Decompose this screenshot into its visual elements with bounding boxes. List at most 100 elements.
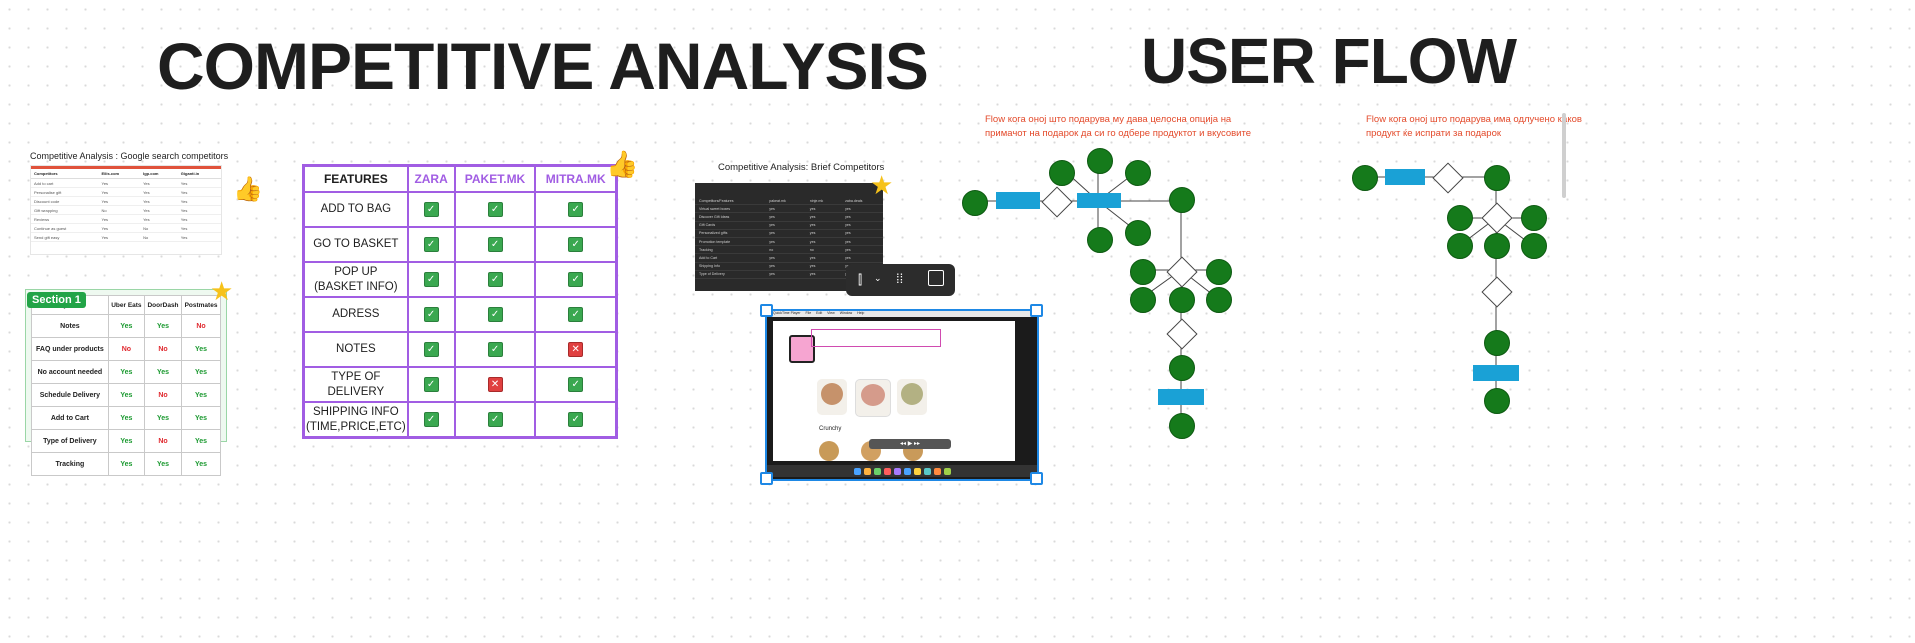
- column-header: PAKET.MK: [453, 164, 537, 193]
- check-icon: ✓: [423, 237, 439, 252]
- feature-cell: No account needed: [31, 360, 109, 384]
- status-cell: ✓: [406, 366, 456, 403]
- flow-node: [1521, 233, 1547, 259]
- value-cell: No: [107, 337, 146, 361]
- value-cell: Yes: [181, 452, 221, 476]
- product-card[interactable]: [855, 379, 891, 417]
- feature-cell: Schedule Delivery: [31, 383, 109, 407]
- table-cell: Virtual sweet boxes: [695, 204, 766, 214]
- resize-handle[interactable]: [1030, 304, 1043, 317]
- flow-note-left: Flow кога оној што подарува му дава цело…: [985, 114, 1252, 139]
- section-badge[interactable]: Section 1: [27, 292, 86, 308]
- table-cell: Yes: [98, 214, 141, 224]
- flow-node: [1049, 160, 1075, 186]
- table-cell: yes: [765, 262, 806, 271]
- user-flow-heading: USER FLOW: [1141, 25, 1517, 97]
- status-cell: ✓: [534, 401, 618, 439]
- cross-icon: ✕: [487, 377, 503, 392]
- resize-handle[interactable]: [1030, 472, 1043, 485]
- value-cell: Yes: [181, 383, 221, 407]
- menu-item[interactable]: QuickTime Player: [773, 311, 801, 315]
- table-cell: Continue as guest: [31, 223, 99, 233]
- menu-item[interactable]: Help: [857, 311, 865, 315]
- chevron-down-icon[interactable]: ⌄: [874, 273, 882, 283]
- table-cell: Discount code: [31, 196, 99, 206]
- table-cell: yes: [765, 237, 806, 247]
- table-cell: yes: [841, 221, 883, 230]
- table-cell: Yes: [177, 205, 221, 215]
- brief-competitors-title: Competitive Analysis: Brief Competitors: [718, 162, 885, 173]
- flow-node-start: [962, 190, 988, 216]
- table-cell: Yes: [98, 232, 141, 242]
- grid-dots-icon[interactable]: ⁞⁞: [896, 271, 904, 286]
- column-header: Giganti.in: [177, 169, 221, 179]
- feature-cell: FAQ under products: [31, 337, 109, 361]
- feature-cell: GO TO BASKET: [302, 226, 409, 263]
- table-accent-bar: [31, 166, 221, 169]
- value-cell: Yes: [107, 406, 146, 430]
- check-icon: ✓: [568, 307, 584, 322]
- resize-handle[interactable]: [760, 472, 773, 485]
- column-header: DoorDash: [144, 295, 182, 315]
- status-cell: ✓: [534, 296, 618, 333]
- status-cell: ✕: [534, 331, 618, 368]
- table-cell: No: [140, 232, 178, 242]
- product-card[interactable]: [817, 379, 847, 415]
- table-row: SHIPPING INFO (TIME,PRICE,ETC)✓✓✓: [302, 401, 618, 439]
- flow-node: [1169, 355, 1195, 381]
- value-cell: Yes: [107, 452, 146, 476]
- status-cell: ✓: [534, 366, 618, 403]
- menu-item[interactable]: Edit: [816, 311, 823, 315]
- table-cell: yes: [765, 229, 806, 238]
- table-cell: Yes: [98, 178, 141, 188]
- feature-cell: Tracking: [31, 452, 109, 476]
- value-cell: Yes: [181, 406, 221, 430]
- column-header: ZARA: [406, 164, 456, 193]
- product-card[interactable]: [897, 379, 927, 415]
- menu-item[interactable]: File: [805, 311, 812, 315]
- flow-node: [1447, 233, 1473, 259]
- status-cell: ✓: [534, 261, 618, 298]
- table-cell: No: [140, 223, 178, 233]
- vertical-scrollbar[interactable]: [1562, 113, 1566, 198]
- value-cell: Yes: [107, 383, 146, 407]
- table-cell: no: [765, 245, 806, 255]
- frame-icon[interactable]: [928, 270, 944, 286]
- value-cell: No: [144, 429, 182, 453]
- competitive-analysis-heading: COMPETITIVE ANALYSIS: [157, 29, 929, 103]
- thumbs-up-sticker-icon: 👍: [233, 176, 263, 203]
- resize-handle[interactable]: [760, 304, 773, 317]
- status-cell: ✓: [453, 226, 537, 263]
- thumbs-up-sticker-icon: 👍: [606, 149, 639, 179]
- value-cell: Yes: [181, 429, 221, 453]
- star-sticker-icon: ★: [870, 170, 894, 200]
- embedded-screenshot[interactable]: QuickTime Player File Edit View Window Help C…: [765, 309, 1039, 481]
- flow-step-box: [1158, 389, 1204, 405]
- table-cell: Personalise gift: [31, 187, 99, 197]
- table-cell: Yes: [140, 214, 178, 224]
- status-cell: ✓: [406, 331, 456, 368]
- value-cell: Yes: [107, 360, 146, 384]
- category-label: Crunchy: [819, 426, 842, 432]
- table-cell: yes: [805, 204, 842, 214]
- table-cell: yes: [841, 212, 883, 222]
- table-cell: Yes: [177, 196, 221, 206]
- menu-item[interactable]: Window: [839, 311, 853, 315]
- align-left-icon[interactable]: ⫿: [858, 272, 863, 287]
- table-cell: yes: [805, 229, 842, 238]
- status-cell: ✕: [453, 366, 537, 403]
- player-controls[interactable]: ◂◂ ▶ ▸▸: [869, 439, 951, 449]
- menu-item[interactable]: View: [827, 311, 835, 315]
- selection-toolbar: ⫿ ⌄ ⁞⁞: [846, 264, 955, 296]
